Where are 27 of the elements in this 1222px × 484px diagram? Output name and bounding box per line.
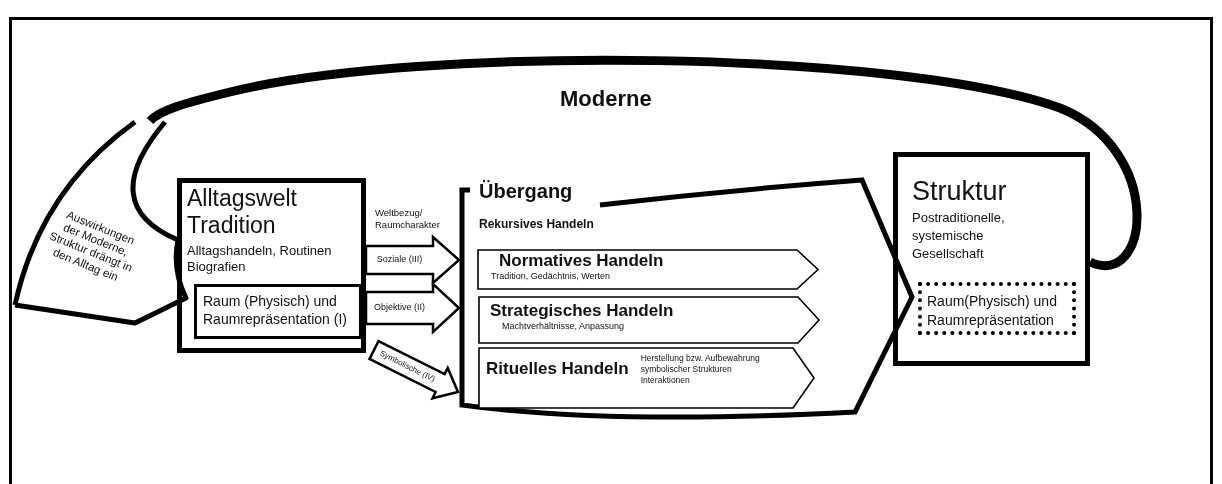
box-text: Tradition, Gedächtnis, Werten (491, 270, 611, 282)
process-box (194, 284, 362, 339)
edge-label: Objektive (II) (373, 303, 426, 313)
dotted-box (918, 282, 1076, 335)
box-text: Raum (Physisch) und Raumrepräsentation (I) (203, 292, 348, 329)
chevron-shape (478, 347, 815, 409)
process-box (893, 152, 1090, 366)
box-text: Postraditionelle, systemische Gesellschaft (912, 209, 1006, 264)
box-title: Übergang (479, 179, 573, 204)
box-title: Normatives Handeln (499, 251, 664, 271)
box-title: Struktur (912, 176, 1007, 208)
heading-text: Moderne (560, 86, 652, 112)
box-text: Raum(Physisch) und Raumrepräsentation (927, 292, 1058, 330)
box-text: Machtverhältnisse, Anpassung (502, 321, 625, 333)
process-box (177, 178, 366, 353)
block-arrow (364, 234, 461, 286)
box-text: Herstellung bzw. Aufbewahrung symbolischer Strukturen Interaktionen (640, 353, 761, 387)
chevron-shape (477, 249, 819, 290)
edge-label: Soziale (III) (375, 255, 424, 265)
block-arrow (364, 281, 461, 335)
annotation-text: Weltbezug/ Raumcharakter (375, 207, 441, 232)
box-text: Alltagshandeln, Routinen Biografien (187, 242, 333, 276)
box-title: Rituelles Handeln (486, 359, 629, 380)
box-title: Alltagswelt Tradition (187, 185, 298, 239)
box-title: Strategisches Handeln (490, 301, 674, 322)
box-text: Rekursives Handeln (479, 217, 594, 232)
chevron-shape (478, 296, 820, 344)
